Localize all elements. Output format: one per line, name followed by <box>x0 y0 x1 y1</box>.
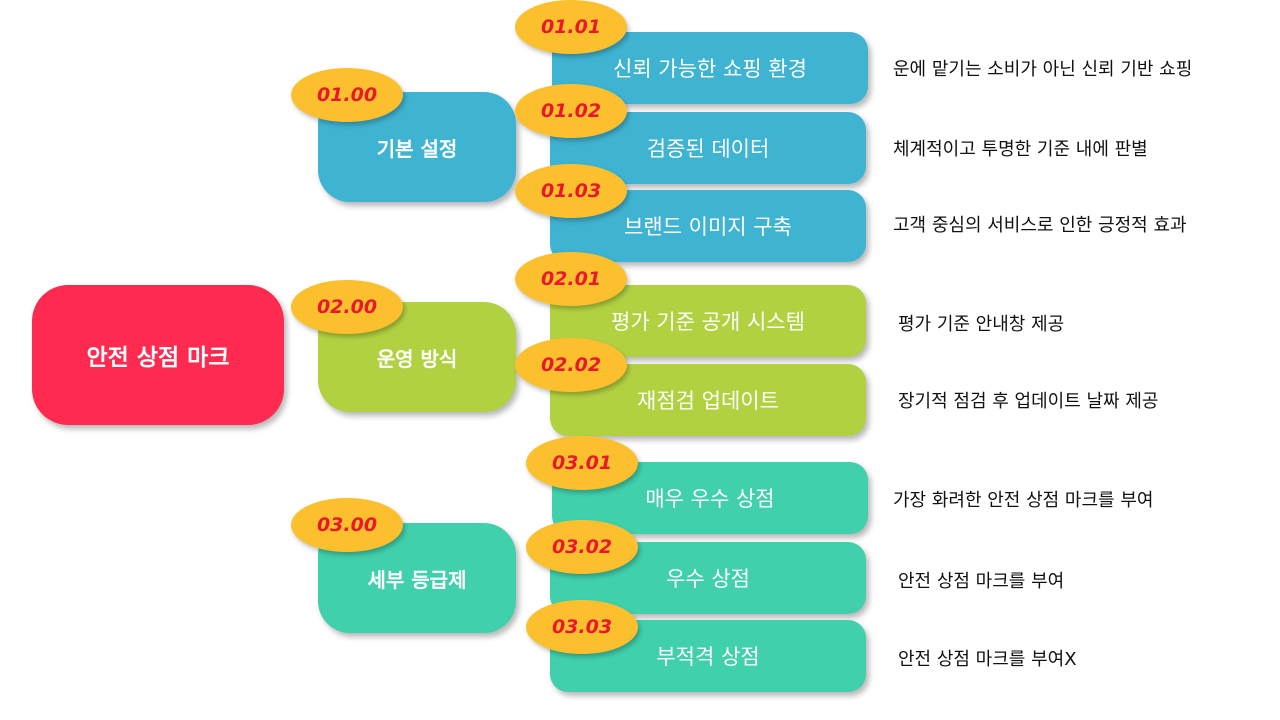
leaf-description: 안전 상점 마크를 부여X <box>898 649 1077 670</box>
item-code-badge: 03.02 <box>526 520 638 574</box>
item-code-badge: 01.03 <box>515 164 627 218</box>
root-node: 안전 상점 마크 <box>32 285 284 425</box>
item-code-badge: 01.01 <box>515 0 627 54</box>
leaf-description: 운에 맡기는 소비가 아닌 신뢰 기반 쇼핑 <box>893 59 1193 80</box>
leaf-description: 안전 상점 마크를 부여 <box>898 571 1065 592</box>
item-code-badge: 02.01 <box>515 252 627 306</box>
group-code-badge: 03.00 <box>291 498 403 552</box>
item-code-badge: 03.03 <box>526 600 638 654</box>
leaf-description: 장기적 점검 후 업데이트 날짜 제공 <box>898 391 1159 412</box>
item-code-badge: 01.02 <box>515 84 627 138</box>
leaf-description: 고객 중심의 서비스로 인한 긍정적 효과 <box>893 215 1187 236</box>
item-code-badge: 02.02 <box>515 338 627 392</box>
group-code-badge: 02.00 <box>291 280 403 334</box>
leaf-description: 평가 기준 안내창 제공 <box>898 314 1065 335</box>
group-code-badge: 01.00 <box>291 68 403 122</box>
leaf-node: 재점검 업데이트 <box>550 364 866 436</box>
item-code-badge: 03.01 <box>526 436 638 490</box>
leaf-description: 체계적이고 투명한 기준 내에 판별 <box>893 139 1148 160</box>
leaf-description: 가장 화려한 안전 상점 마크를 부여 <box>893 490 1154 511</box>
